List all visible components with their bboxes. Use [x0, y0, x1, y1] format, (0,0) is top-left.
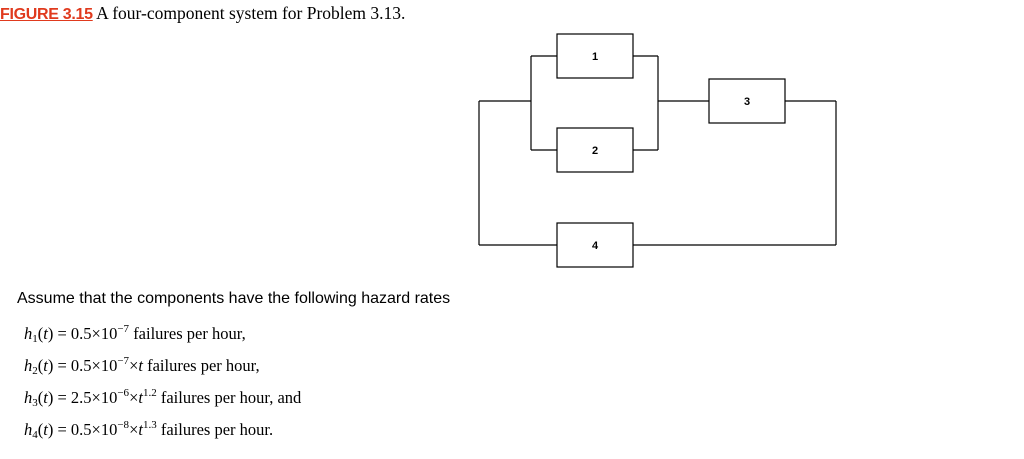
- rate-3-exponent: −6: [117, 387, 130, 399]
- rate-1-subscript: 1: [32, 333, 38, 345]
- rate-2-time-factor: ×t: [129, 356, 143, 375]
- component-2-label: 2: [592, 145, 598, 157]
- rate-4-time-exponent: 1.3: [142, 419, 157, 431]
- rate-2-units: failures per hour,: [142, 356, 260, 375]
- hazard-rate-1: h1(t) = 0.5×10−7 failures per hour,: [24, 323, 246, 346]
- rate-1-coefficient: 0.5×10: [70, 324, 118, 343]
- component-3-box: [708, 78, 786, 124]
- rate-4-units: failures per hour.: [156, 420, 274, 439]
- rate-3-time-exponent: 1.2: [142, 387, 157, 399]
- hazard-rate-intro: Assume that the components have the foll…: [17, 290, 451, 307]
- rate-2-exponent: −7: [117, 355, 130, 367]
- hazard-rate-4: h4(t) = 0.5×10−8×t1.3 failures per hour.: [24, 419, 274, 442]
- rate-4-subscript: 4: [32, 429, 38, 441]
- hazard-rate-3: h3(t) = 2.5×10−6×t1.2 failures per hour,…: [24, 387, 302, 410]
- rate-1-units: failures per hour,: [129, 324, 246, 343]
- component-2-box: [556, 127, 634, 173]
- component-1-box: [556, 33, 634, 79]
- rate-3-subscript: 3: [32, 397, 38, 409]
- component-4-label: 4: [592, 240, 599, 252]
- component-3-label: 3: [744, 96, 750, 108]
- hazard-rate-2: h2(t) = 0.5×10−7×t failures per hour,: [24, 355, 260, 378]
- rate-4-exponent: −8: [117, 419, 130, 431]
- component-1-label: 1: [592, 51, 598, 63]
- figure-caption: FIGURE 3.15 A four-component system for …: [0, 3, 405, 24]
- rate-4-coefficient: 0.5×10: [70, 420, 118, 439]
- figure-label: FIGURE 3.15: [0, 6, 93, 23]
- rate-4-time-factor: ×t: [129, 420, 143, 439]
- caption-text: A four-component system for Problem 3.13…: [96, 3, 406, 23]
- rate-3-coefficient: 2.5×10: [70, 388, 118, 407]
- rate-2-subscript: 2: [32, 365, 38, 377]
- component-4-box: [556, 222, 634, 268]
- rate-3-time-factor: ×t: [129, 388, 143, 407]
- rate-1-exponent: −7: [117, 323, 130, 335]
- rate-3-units: failures per hour, and: [156, 388, 302, 407]
- rate-2-coefficient: 0.5×10: [70, 356, 118, 375]
